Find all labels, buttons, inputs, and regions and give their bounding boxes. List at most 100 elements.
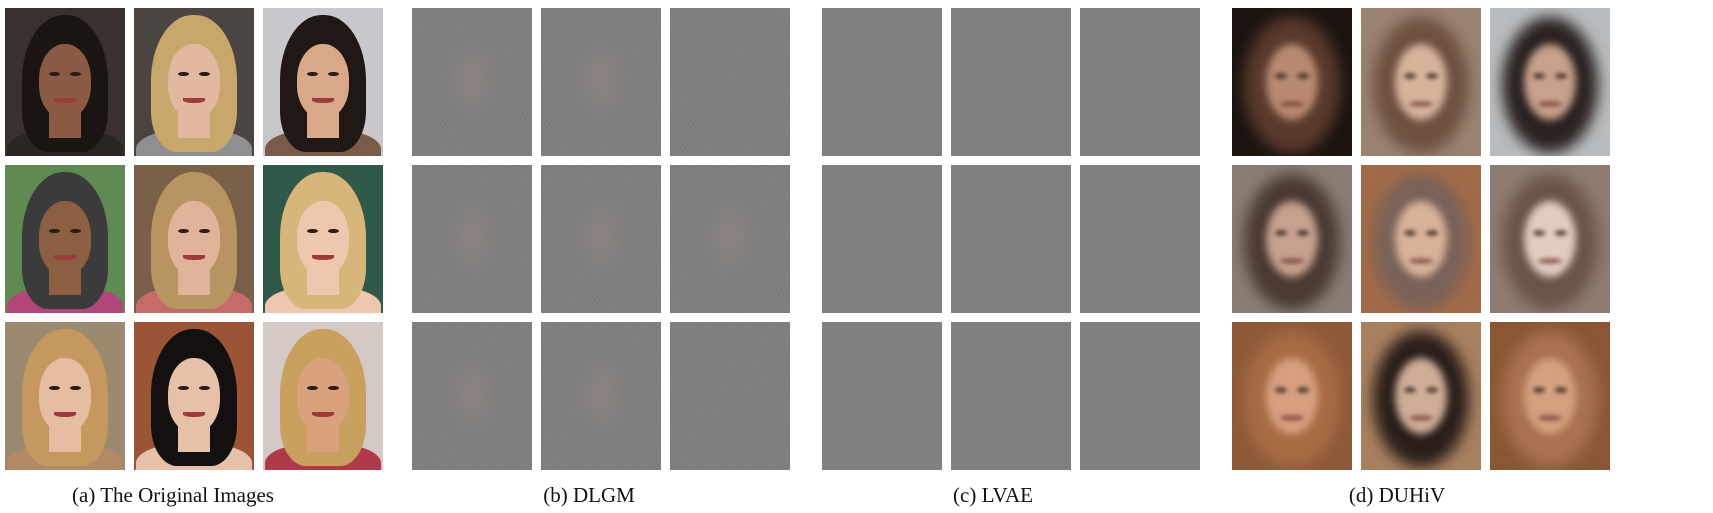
image-face xyxy=(296,357,350,432)
dlgm-sample xyxy=(670,8,790,156)
image-eye xyxy=(49,385,61,391)
duhiv-sample xyxy=(1490,8,1610,156)
sample-mouth xyxy=(1280,415,1304,422)
sample-eye xyxy=(1275,230,1288,237)
dlgm-sample xyxy=(541,8,661,156)
lvae-sample xyxy=(1080,8,1200,156)
image-face xyxy=(38,200,92,275)
dlgm-sample xyxy=(670,165,790,313)
image-eye xyxy=(178,71,190,77)
dlgm-sample xyxy=(412,8,532,156)
image-face xyxy=(167,43,221,118)
dlgm-sample xyxy=(541,322,661,470)
image-face xyxy=(38,357,92,432)
image-eye xyxy=(49,228,61,234)
lvae-sample xyxy=(822,165,942,313)
sample-eye xyxy=(1533,230,1546,237)
original-image xyxy=(5,8,125,156)
caption-dlgm: (b) DLGM xyxy=(543,483,635,507)
image-eye xyxy=(307,228,319,234)
original-images-grid xyxy=(5,8,383,470)
image-mouth xyxy=(183,412,205,418)
image-mouth xyxy=(183,255,205,261)
lvae-sample xyxy=(951,322,1071,470)
original-image xyxy=(263,165,383,313)
sample-mouth xyxy=(1409,258,1433,265)
image-face xyxy=(296,43,350,118)
sample-eye xyxy=(1425,73,1438,80)
image-eye xyxy=(307,71,319,77)
sample-eye xyxy=(1425,230,1438,237)
image-mouth xyxy=(54,255,76,261)
sample-eye xyxy=(1533,387,1546,394)
image-eye xyxy=(307,385,319,391)
image-eye xyxy=(69,228,81,234)
image-mouth xyxy=(183,98,205,104)
image-mouth xyxy=(54,412,76,418)
image-mouth xyxy=(312,98,334,104)
dlgm-sample xyxy=(541,165,661,313)
original-image xyxy=(134,8,254,156)
image-eye xyxy=(178,385,190,391)
duhiv-sample xyxy=(1361,322,1481,470)
duhiv-sample xyxy=(1490,322,1610,470)
sample-eye xyxy=(1404,387,1417,394)
dlgm-faint-face xyxy=(577,203,628,278)
sample-mouth xyxy=(1538,415,1562,422)
duhiv-sample xyxy=(1232,322,1352,470)
sample-face xyxy=(1265,43,1319,121)
duhiv-sample xyxy=(1361,165,1481,313)
duhiv-sample xyxy=(1490,165,1610,313)
sample-eye xyxy=(1554,387,1567,394)
original-image xyxy=(263,322,383,470)
image-eye xyxy=(69,385,81,391)
image-face xyxy=(38,43,92,118)
caption-lvae: (c) LVAE xyxy=(953,483,1033,507)
caption-original-images: (a) The Original Images xyxy=(72,483,274,507)
sample-mouth xyxy=(1538,258,1562,265)
original-images-panel xyxy=(5,8,383,470)
sample-eye xyxy=(1404,73,1417,80)
dlgm-grid xyxy=(412,8,790,470)
sample-face xyxy=(1394,43,1448,121)
caption-duhiv: (d) DUHiV xyxy=(1348,483,1446,507)
sample-eye xyxy=(1554,230,1567,237)
dlgm-panel xyxy=(412,8,790,470)
lvae-sample xyxy=(1080,322,1200,470)
sample-face xyxy=(1523,200,1577,278)
image-eye xyxy=(178,228,190,234)
dlgm-faint-face xyxy=(448,46,499,121)
image-face xyxy=(167,200,221,275)
lvae-sample xyxy=(822,8,942,156)
sample-face xyxy=(1394,357,1448,435)
sample-eye xyxy=(1533,73,1546,80)
image-eye xyxy=(198,385,210,391)
image-eye xyxy=(198,228,210,234)
sample-face xyxy=(1523,357,1577,435)
dlgm-faint-face xyxy=(448,360,499,435)
duhiv-sample xyxy=(1232,8,1352,156)
duhiv-grid xyxy=(1232,8,1610,470)
sample-face xyxy=(1394,200,1448,278)
sample-mouth xyxy=(1538,101,1562,108)
sample-face xyxy=(1265,200,1319,278)
duhiv-panel xyxy=(1232,8,1610,470)
original-image xyxy=(134,165,254,313)
image-mouth xyxy=(312,412,334,418)
dlgm-faint-face xyxy=(448,203,499,278)
duhiv-sample xyxy=(1361,8,1481,156)
image-eye xyxy=(49,71,61,77)
sample-eye xyxy=(1404,230,1417,237)
lvae-sample xyxy=(822,322,942,470)
image-eye xyxy=(198,71,210,77)
lvae-sample xyxy=(1080,165,1200,313)
lvae-panel xyxy=(822,8,1200,470)
sample-eye xyxy=(1275,73,1288,80)
lvae-grid xyxy=(822,8,1200,470)
lvae-sample xyxy=(951,165,1071,313)
sample-mouth xyxy=(1409,415,1433,422)
image-eye xyxy=(327,71,339,77)
image-mouth xyxy=(54,98,76,104)
sample-mouth xyxy=(1280,258,1304,265)
image-face xyxy=(296,200,350,275)
